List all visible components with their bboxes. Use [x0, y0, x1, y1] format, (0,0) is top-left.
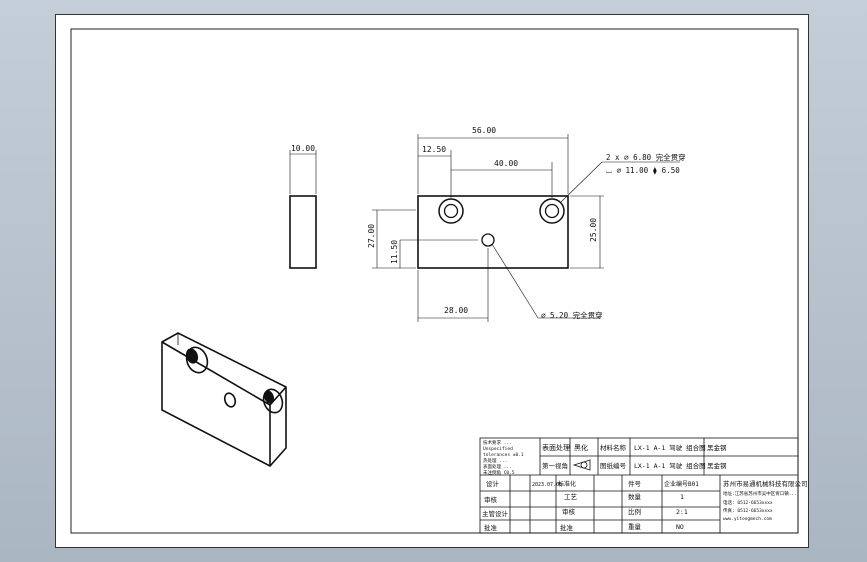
tb-qty-value: 1 [680, 493, 684, 501]
cbore-hole-right [539, 198, 565, 224]
tb-qty-label: 数量 [628, 492, 642, 501]
dim-hole-pitch: 40.00 [494, 159, 518, 168]
tb-weight-label: 重量 [628, 523, 642, 531]
tb-code: 黑金钢 [707, 461, 727, 470]
tb-address: 地址:江苏省苏州市吴中区胥口镇... [723, 490, 797, 497]
tb-approve: 批准 [484, 523, 498, 532]
tb-check2: 审核 [562, 507, 576, 516]
tb-approve2: 批准 [560, 523, 574, 532]
tb-check: 审核 [484, 495, 498, 504]
tb-scale-value: 2:1 [676, 508, 688, 516]
dim-center-x: 28.00 [444, 306, 468, 315]
tb-projection: 第一视角 [542, 461, 568, 470]
projection-symbol-icon [572, 459, 591, 471]
note-0: 技术要求 ... [483, 439, 512, 446]
inner-border [70, 28, 799, 534]
tb-process: 工艺 [564, 493, 578, 501]
cbore-hole-left [438, 198, 464, 224]
dim-overall-length: 56.00 [472, 126, 496, 135]
tb-mfg-design: 主管设计 [482, 509, 509, 518]
dim-height-11: 11.50 [390, 240, 399, 264]
tb-material-label: 材料名称 [600, 443, 627, 452]
callout-cbore-line1: 2 x ⌀ 6.80 完全贯穿 [606, 152, 686, 162]
tb-weight-value: NO [676, 523, 684, 531]
tb-black: 黑化 [574, 443, 588, 452]
tb-count-value: 企业编号B01 [664, 480, 699, 488]
side-view [289, 195, 317, 269]
tb-drawing-no-label: 图纸编号 [600, 461, 627, 470]
tb-part-name: LX-1 A-1 驾驶 组合图 [634, 443, 706, 452]
tb-part-name2: LX-1 A-1 驾驶 组合图 [634, 461, 706, 470]
isometric-view [161, 332, 287, 467]
tb-fax: 传真: 0512-6653xxxx [723, 507, 773, 514]
note-1: Unspecified [483, 446, 513, 452]
tb-material-value: 黑金钢 [707, 443, 727, 452]
dim-overall-height: 25.00 [589, 218, 598, 242]
dim-hole-offset: 12.50 [422, 145, 446, 154]
tb-web: www.yitongmech.com [723, 516, 772, 522]
tb-company: 苏州市易通机械科技有限公司 [723, 479, 808, 488]
tb-count-label: 件号 [628, 479, 642, 488]
note-2: tolerances ±0.1 [483, 452, 524, 458]
tb-design-date: 2023.07.06 [532, 482, 562, 488]
callout-center-hole: ⌀ 5.20 完全贯穿 [541, 310, 603, 320]
title-block [479, 437, 799, 534]
center-hole [481, 233, 495, 247]
tb-tel: 电话: 0512-6653xxxx [723, 499, 773, 506]
tb-surface-treatment: 表面处理 [542, 443, 570, 452]
drawing-sheet [55, 14, 809, 548]
tb-design: 设计 [486, 479, 500, 488]
callout-cbore-line2: ⌴ ⌀ 11.00 ⧫ 6.50 [606, 166, 680, 175]
dim-height-27: 27.00 [367, 224, 376, 248]
note-3: 热处理 ... [483, 457, 507, 464]
tb-standard: 标准化 [558, 480, 576, 488]
dim-thickness: 10.00 [291, 144, 315, 153]
note-4: 表面处理 ... [483, 463, 512, 470]
note-5: 未注倒角 C0.5 [483, 469, 515, 476]
front-view [417, 195, 569, 269]
tb-scale-label: 比例 [628, 507, 641, 516]
